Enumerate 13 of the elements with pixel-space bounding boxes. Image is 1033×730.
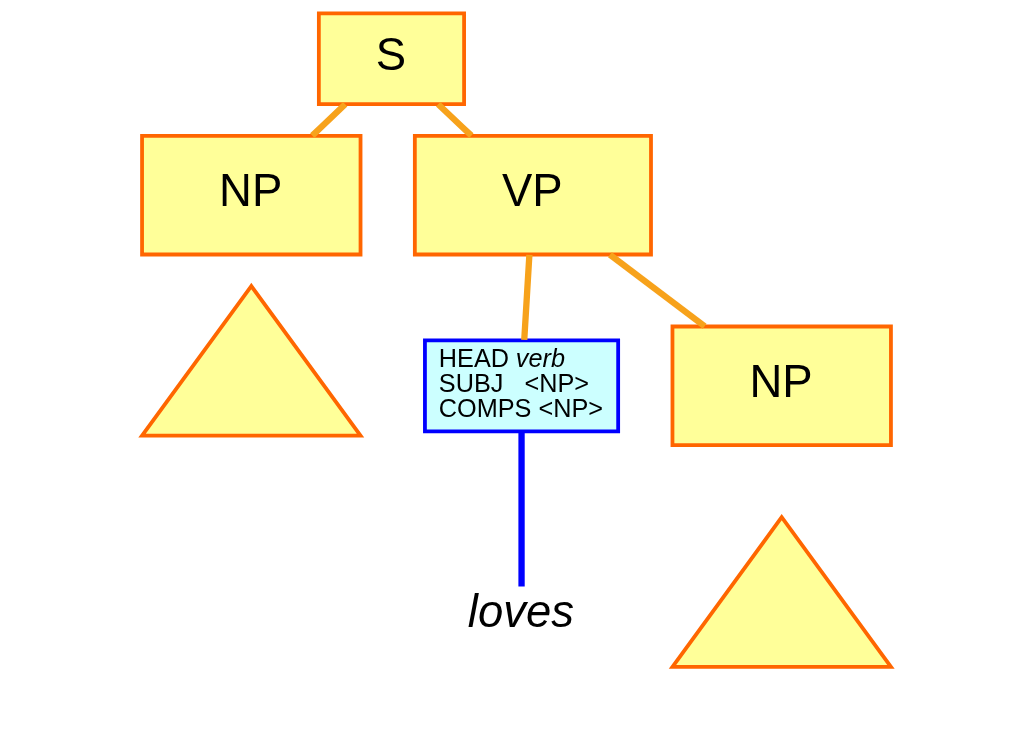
node-triangle (138, 282, 365, 438)
node-box: S (316, 11, 466, 107)
connector (436, 101, 474, 138)
connector (310, 101, 348, 138)
node-box: NP (670, 324, 893, 448)
node-triangle (668, 513, 895, 669)
node-box: VP (412, 133, 653, 257)
node-text: loves (467, 585, 574, 637)
connector (608, 252, 707, 329)
connector (521, 254, 533, 341)
node-box: NP (140, 133, 363, 257)
node-box: HEAD verb SUBJ <NP> COMPS <NP> (423, 338, 621, 434)
connector (518, 431, 525, 587)
